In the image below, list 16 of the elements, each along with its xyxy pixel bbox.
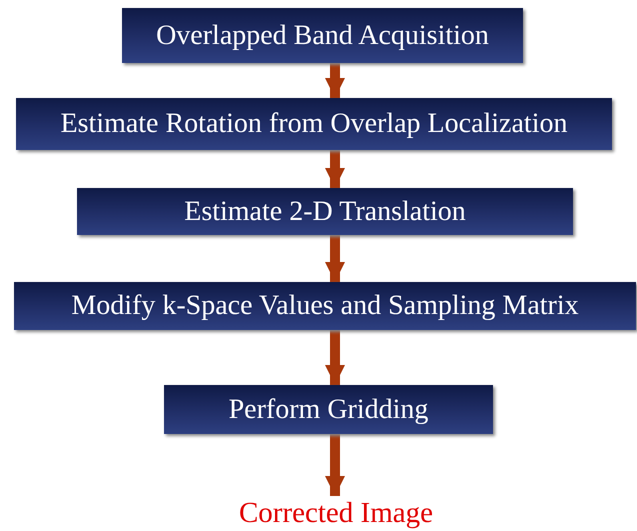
process-box — [16, 98, 612, 150]
output-label: Corrected Image — [238, 497, 434, 530]
arrow — [325, 63, 345, 98]
process-label: Modify k-Space Values and Sampling Matrix — [71, 290, 579, 322]
arrow — [325, 434, 345, 496]
arrow — [325, 235, 345, 282]
arrow — [325, 150, 345, 188]
process-label: Estimate 2-D Translation — [184, 196, 466, 228]
process-label: Perform Gridding — [228, 394, 428, 426]
process-box — [122, 8, 523, 63]
process-box — [14, 282, 636, 330]
process-label: Estimate Rotation from Overlap Localization — [60, 108, 568, 140]
process-box — [164, 385, 493, 434]
arrow — [325, 330, 345, 385]
process-box — [77, 188, 573, 235]
process-label: Overlapped Band Acquisition — [156, 20, 489, 52]
